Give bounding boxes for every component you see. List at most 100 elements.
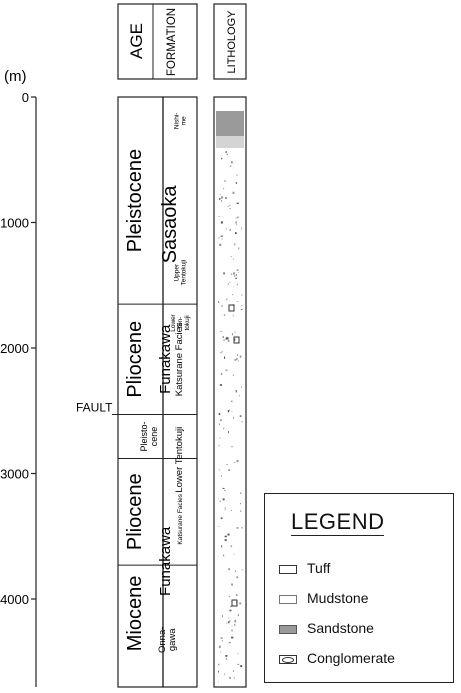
- lithology-speckle: [218, 663, 220, 666]
- lithology-speckle: [239, 602, 242, 605]
- lithology-speckle: [239, 355, 242, 358]
- lithology-speckle: [231, 333, 233, 336]
- lithology-speckle: [224, 507, 226, 510]
- lithology-speckle: [220, 475, 222, 477]
- conglomerate-swatch: [279, 654, 297, 664]
- lithology-speckle: [223, 187, 225, 190]
- lithology-speckle: [235, 217, 238, 219]
- lithology-speckle: [228, 641, 231, 644]
- lithology-speckle: [241, 568, 243, 571]
- formation-header: FORMATION: [166, 8, 178, 76]
- lithology-speckle: [229, 609, 232, 612]
- lithology-pattern: [216, 111, 244, 683]
- lithology-speckle: [226, 298, 228, 301]
- legend-label: Tuff: [307, 560, 331, 576]
- lithology-speckle: [222, 498, 225, 501]
- lithology-speckle: [221, 235, 224, 237]
- lithology-speckle: [228, 204, 231, 206]
- legend-item-tuff: Tuff: [279, 560, 330, 576]
- lithology-speckle: [230, 605, 232, 608]
- lithology-speckle: [226, 464, 228, 465]
- lithology-speckle: [226, 622, 228, 624]
- lithology-speckle: [218, 413, 221, 416]
- lithology-speckle: [232, 191, 235, 194]
- lithology-speckle: [231, 446, 233, 448]
- depth-unit: (m): [4, 68, 27, 85]
- lithology-speckle: [237, 360, 239, 362]
- lithology-speckle: [225, 197, 227, 199]
- age-label: Pliocene: [124, 321, 146, 398]
- age-label: Pleistocene: [124, 149, 146, 252]
- lithology-speckle: [233, 462, 236, 463]
- lithology-speckle: [235, 221, 237, 224]
- lithology-speckle: [229, 165, 232, 167]
- lithology-header: LITHOLOGY: [226, 10, 238, 74]
- mudstone-swatch: [279, 594, 297, 604]
- lithology-speckle: [235, 277, 237, 279]
- lithology-speckle: [219, 198, 221, 200]
- lithology-speckle: [237, 216, 239, 218]
- lithology-speckle: [221, 157, 223, 160]
- lithology-speckle: [223, 427, 225, 430]
- lithology-speckle: [218, 237, 220, 239]
- lithology-speckle: [220, 517, 223, 519]
- legend-label: Conglomerate: [307, 650, 395, 666]
- lithology-speckle: [234, 275, 235, 277]
- lithology-speckle: [231, 636, 234, 639]
- lithology-speckle: [218, 445, 220, 447]
- lithology-speckle: [220, 637, 223, 639]
- lithology-speckle: [230, 400, 233, 402]
- lithology-speckle: [235, 594, 238, 596]
- sandstone-band: [216, 111, 244, 136]
- lithology-speckle: [225, 655, 228, 657]
- lithology-speckle: [234, 243, 236, 246]
- formation-label: UpperTentokuji: [173, 260, 187, 286]
- lithology-speckle: [231, 625, 233, 627]
- lithology-speckle: [237, 354, 238, 356]
- lithology-column: [213, 96, 247, 688]
- lithology-speckle: [220, 651, 222, 653]
- lithology-speckle: [236, 358, 238, 360]
- lithology-speckle: [233, 676, 235, 679]
- lithology-speckle: [221, 305, 222, 307]
- lithology-speckle: [235, 390, 237, 393]
- lithology-speckle: [238, 247, 240, 250]
- depth-tick-label: 3000: [0, 467, 29, 482]
- lithology-speckle: [221, 351, 223, 353]
- age-labels: PleistocenePliocenePleisto-cenePlioceneM…: [124, 149, 159, 651]
- lithology-speckle: [236, 283, 238, 286]
- lithology-speckle: [225, 658, 228, 660]
- lithology-speckle: [228, 469, 230, 471]
- lithology-speckle: [228, 431, 229, 434]
- lithology-speckle: [237, 663, 240, 665]
- lithology-speckle: [228, 596, 231, 598]
- lithology-speckle: [218, 469, 221, 471]
- lithology-speckle: [236, 301, 239, 302]
- lithology-speckle: [227, 283, 229, 285]
- lithology-speckle: [234, 359, 237, 361]
- lithology-speckle: [232, 286, 234, 288]
- formation-column: [162, 96, 198, 688]
- lithology-speckle: [240, 308, 243, 310]
- lithology-speckle: [233, 553, 235, 555]
- lithology-speckle: [231, 583, 233, 586]
- lithology-speckle: [224, 673, 226, 676]
- lithology-speckle: [219, 194, 221, 196]
- lithology-speckle: [236, 202, 239, 204]
- lithology-speckle: [218, 681, 219, 683]
- lithology-speckle: [224, 356, 226, 359]
- lithology-speckle: [222, 615, 223, 618]
- lithology-speckle: [219, 419, 222, 422]
- lithology-speckle: [218, 498, 219, 500]
- lithology-speckle: [240, 492, 242, 494]
- age-label: Pleisto-cene: [139, 421, 159, 451]
- lithology-speckle: [218, 670, 219, 673]
- fault-label: FAULT: [76, 401, 113, 415]
- depth-tick-label: 4000: [0, 592, 29, 607]
- lithology-speckle: [235, 232, 237, 234]
- lithology-speckle: [228, 568, 230, 571]
- lithology-speckle: [230, 545, 233, 548]
- lithology-speckle: [220, 221, 223, 224]
- lithology-speckle: [236, 460, 239, 463]
- lithology-speckle: [231, 273, 233, 275]
